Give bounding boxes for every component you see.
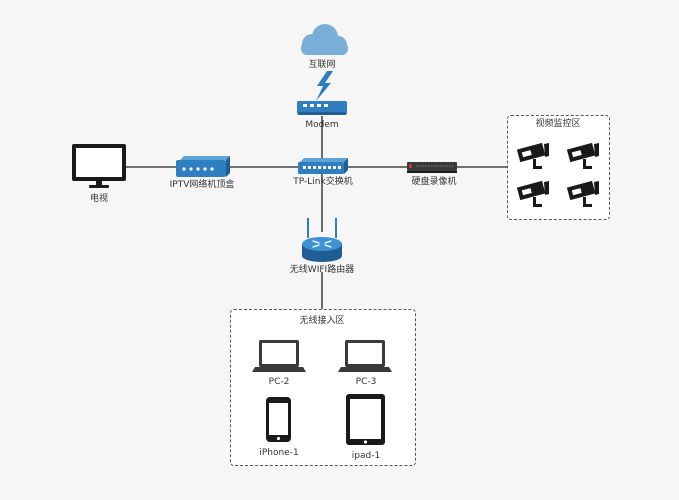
ipad1-label: ipad-1 (351, 451, 381, 461)
tablet-icon (346, 394, 385, 445)
laptop-icon (252, 340, 306, 372)
iptv-box-label: IPTV网络机顶盒 (169, 180, 235, 190)
tv-label: 电视 (89, 194, 109, 204)
cloud-icon (301, 24, 348, 55)
iphone1-label: iPhone-1 (259, 448, 299, 458)
switch-label: TP-Link交换机 (293, 177, 353, 187)
camera-icon (566, 180, 599, 207)
camera-icon (516, 142, 549, 169)
router-label: 无线WIFI路由器 (289, 265, 355, 275)
lightning-icon (316, 71, 333, 101)
router-icon (302, 218, 342, 262)
laptop-icon (338, 340, 392, 372)
internet-label: 互联网 (308, 60, 336, 70)
modem-label: Modem (305, 120, 339, 130)
settop-box-icon (176, 156, 230, 177)
pc2-label: PC-2 (268, 377, 290, 387)
modem-icon (297, 101, 347, 115)
camera-icon (516, 180, 549, 207)
phone-icon (266, 397, 291, 442)
connection-lines (126, 116, 507, 309)
cctv-zone (507, 115, 610, 220)
nvr-label: 硬盘录像机 (411, 177, 457, 187)
cctv-zone-title: 视频监控区 (535, 119, 581, 129)
nvr-icon (407, 162, 457, 173)
switch-icon (298, 158, 348, 174)
tv-icon (72, 144, 126, 188)
camera-icon (566, 142, 599, 169)
pc3-label: PC-3 (355, 377, 377, 387)
wireless-zone-title: 无线接入区 (299, 316, 345, 326)
